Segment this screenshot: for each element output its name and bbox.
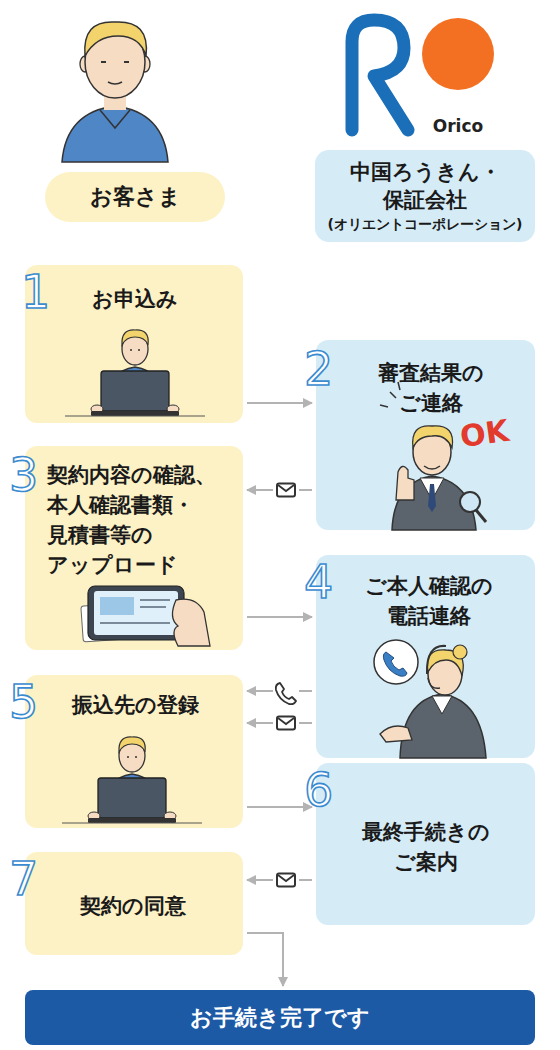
node-label: 契約の同意 [53, 892, 213, 920]
customer-illustration [62, 22, 168, 162]
step-number: 2 [304, 346, 333, 392]
step-number: 1 [21, 269, 50, 315]
step-number: 3 [9, 452, 38, 498]
step-box: 6最終手続きの ご案内 [316, 763, 535, 925]
step-box: 1お申込み [25, 265, 243, 423]
step-box: 4ご本人確認の 電話連絡 [316, 555, 535, 758]
bank-logo [352, 20, 408, 130]
flow-arrow [247, 402, 312, 404]
node-label: 振込先の登録 [55, 691, 215, 719]
mail-icon [273, 714, 299, 732]
node-label: お申込み [55, 285, 215, 313]
node-label: 審査結果の ご連絡 [356, 358, 506, 418]
step-box: 5振込先の登録 [25, 675, 243, 828]
node-label: 中国ろうきん・ 保証会社 [315, 158, 535, 214]
step-number: 5 [9, 679, 38, 725]
node-label: 契約内容の確認、 本人確認書類・ 見積書等の アップロード [47, 460, 237, 580]
phone-icon [273, 681, 299, 704]
flow-arrow [247, 933, 283, 986]
node-label: ご本人確認の 電話連絡 [346, 571, 511, 631]
flow-arrow [247, 616, 312, 618]
end-bar: お手続き完了です [25, 990, 535, 1045]
step-number: 6 [304, 767, 333, 813]
node-label: お手続き完了です [25, 990, 535, 1045]
flow-arrow [247, 722, 312, 724]
flow-arrow [247, 806, 312, 808]
actor-pill: お客さま [45, 172, 225, 222]
node-label: 最終手続きの ご案内 [341, 817, 511, 877]
step-box: 3契約内容の確認、 本人確認書類・ 見積書等の アップロード [25, 446, 243, 650]
flow-arrow [247, 690, 312, 692]
mail-icon [273, 871, 299, 889]
flow-arrow [247, 879, 312, 881]
node-label: (オリエントコーポレーション) [315, 214, 535, 234]
ok-mark: OK [458, 413, 511, 454]
actor-box: 中国ろうきん・ 保証会社(オリエントコーポレーション) [315, 150, 535, 242]
orico-logo [422, 18, 494, 90]
logo-text: Orico [420, 116, 496, 136]
node-label: お客さま [45, 172, 225, 222]
step-number: 7 [9, 856, 38, 902]
mail-icon [273, 481, 299, 499]
step-box: 7契約の同意 [25, 852, 243, 955]
flow-arrow [247, 489, 312, 491]
step-number: 4 [304, 559, 333, 605]
